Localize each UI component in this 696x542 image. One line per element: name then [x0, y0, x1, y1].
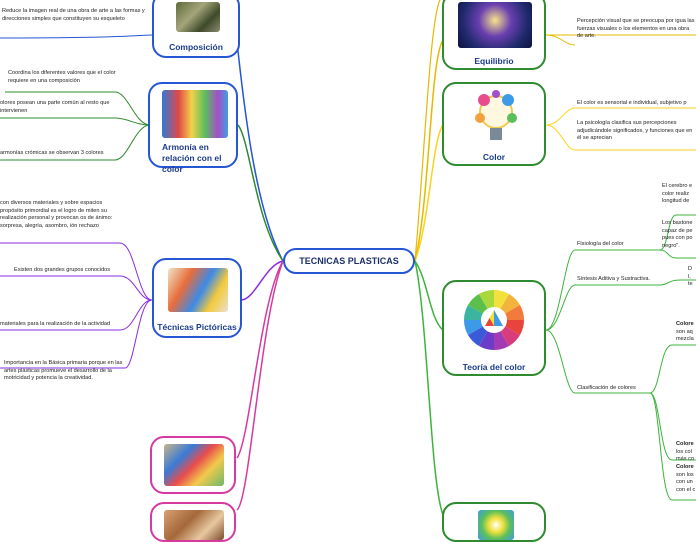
- connector-bottom: [414, 260, 444, 516]
- node-armonia[interactable]: Armonía en relación con el color: [148, 82, 238, 174]
- composicion-image: [176, 2, 220, 32]
- node-equilibrio[interactable]: Equilibrio: [442, 0, 546, 70]
- image-5: [164, 510, 224, 540]
- connector-tecnicas: [240, 260, 284, 301]
- text-tecnicas-3: materiales para la realización de la act…: [0, 321, 111, 327]
- node-composicion[interactable]: Composición: [152, 0, 240, 58]
- node-color-title: Color: [482, 152, 506, 162]
- node-tecnicas[interactable]: Técnicas Pictóricas: [152, 258, 242, 338]
- text-teoria-c2-bold: Colore: [676, 441, 694, 447]
- text-teoria-sintesis-1: D l, te: [688, 266, 693, 288]
- node-teoria[interactable]: Teoría del color: [442, 280, 546, 376]
- connector-teoria: [414, 260, 444, 331]
- text-teoria-c3-body: son los con un con el c: [676, 471, 696, 493]
- central-topic[interactable]: TECNICAS PLASTICAS: [283, 248, 415, 274]
- node-teoria-title: Teoría del color: [462, 362, 526, 372]
- text-color-1: El color es sensorial e individual, subj…: [577, 100, 687, 106]
- text-teoria-sintesis: Síntesis Aditiva y Sustractiva.: [577, 276, 651, 282]
- text-armonia-2: olores posean una parte común al resto q…: [0, 100, 110, 114]
- node-color[interactable]: Color: [442, 82, 546, 166]
- equilibrio-image: [458, 2, 532, 48]
- text-teoria-c1-body: son aq mezcla: [676, 328, 694, 343]
- color-wheel-image: [462, 288, 526, 352]
- text-teoria-clasificacion: Clasificación de colores: [577, 385, 636, 391]
- node-composicion-title: Composición: [169, 42, 223, 52]
- connector-img5: [236, 260, 284, 511]
- node-tecnicas-title: Técnicas Pictóricas: [157, 322, 237, 332]
- text-teoria-c3: Colore son los con un con el c: [676, 464, 696, 494]
- text-teoria-fisiologia-1: El cerebro e color realiz longitud de: [662, 183, 693, 205]
- connector-armonia: [237, 124, 284, 262]
- connector-equilibrio: [414, 39, 444, 262]
- color-image: [474, 90, 518, 146]
- text-color-2: La psicología clasifica sus percepciones…: [577, 120, 693, 142]
- text-tecnicas-4: Importancia en la Básica primaria porque…: [4, 360, 123, 382]
- text-teoria-fisiologia-2: Los bastone capaz de pe pues con po negr…: [662, 220, 693, 249]
- connector-top: [414, 0, 441, 262]
- connector-color: [414, 124, 444, 262]
- image-4: [164, 444, 224, 486]
- mindmap-connectors: [0, 0, 696, 516]
- tecnicas-image: [168, 268, 228, 312]
- text-teoria-c2-body: los col más co: [676, 448, 695, 463]
- node-equilibrio-title: Equilibrio: [474, 56, 514, 66]
- text-teoria-c1-bold: Colore: [676, 321, 694, 327]
- node-image-4[interactable]: [150, 436, 236, 494]
- text-tecnicas-2: Existen dos grandes grupos conocidos: [14, 267, 111, 273]
- text-tecnicas-1: con diversos materiales y sobre espacios…: [0, 200, 113, 229]
- node-bottom-partial[interactable]: [442, 502, 546, 542]
- text-armonia-3: armonías crómicas se observan 3 colores: [0, 150, 104, 156]
- text-teoria-c1: Colore son aq mezcla: [676, 321, 696, 344]
- text-teoria-c2: Colore los col más co: [676, 441, 696, 464]
- text-armonia-1: Coordina los diferentes valores que el c…: [8, 70, 116, 84]
- node-armonia-title: Armonía en relación con el color: [162, 142, 222, 174]
- node-image-5[interactable]: [150, 502, 236, 542]
- text-equilibrio-1: Percepción visual que se preocupa por ig…: [577, 18, 695, 40]
- text-composicion-1: Reduce la imagen real de una obra de art…: [2, 8, 145, 22]
- text-teoria-fisiologia: Fisiología del color: [577, 241, 624, 247]
- connector-img4: [236, 260, 284, 459]
- armonia-image: [162, 90, 228, 138]
- connector-composicion: [235, 34, 284, 262]
- bottom-partial-image: [478, 510, 514, 540]
- text-teoria-c3-bold: Colore: [676, 464, 694, 470]
